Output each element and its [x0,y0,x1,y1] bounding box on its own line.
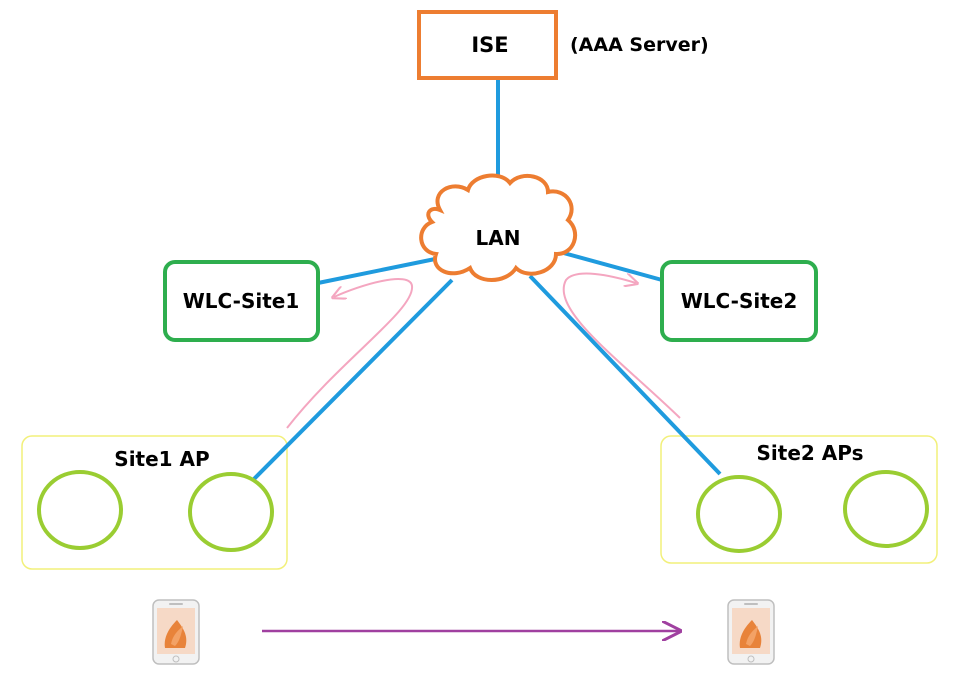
smartphone-icon [152,599,200,665]
link-lan-site1-ap [248,278,454,485]
link-lan-wlc1 [317,256,441,285]
site2-ap-1 [696,475,782,553]
site2-container [660,435,938,564]
ise-note: (AAA Server) [570,34,709,56]
wlc-site1-label: WLC-Site1 [183,289,300,313]
site1-ap-2 [188,472,274,552]
link-lan-site2-ap [528,274,722,476]
site1-container [21,435,288,570]
site2-label: Site2 APs [757,441,864,465]
site1-label: Site1 AP [114,447,209,471]
lan-cloud [419,173,578,282]
site2-ap-2 [843,470,929,548]
wlc-site2-box [660,260,818,342]
wlc-site2-label: WLC-Site2 [681,289,798,313]
tunnel-arrow-site2 [562,272,681,419]
wlc-site1-box [163,260,320,342]
site1-ap-1 [37,470,123,550]
lan-label: LAN [476,226,521,250]
tunnel-arrow-site1 [286,278,414,429]
ise-server-box [417,10,558,80]
link-lan-wlc2 [559,250,663,282]
smartphone-icon [727,599,775,665]
ise-label: ISE [471,33,508,57]
